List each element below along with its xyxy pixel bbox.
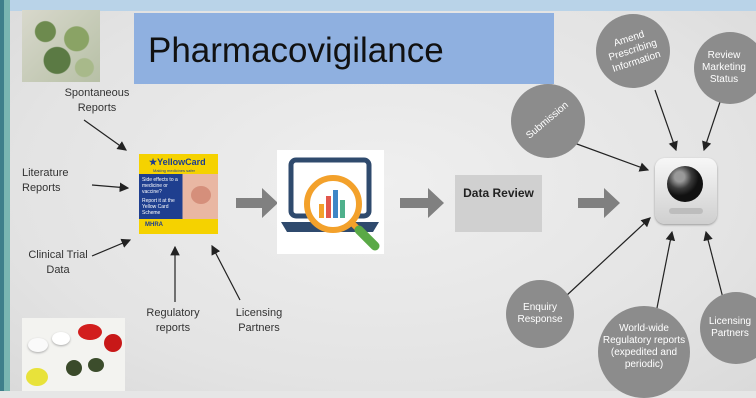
top-frame-border: [10, 0, 756, 11]
child-face-photo: [191, 186, 211, 204]
label-regulatory-reports: Regulatory reports: [146, 307, 200, 334]
white-pill: [52, 332, 70, 345]
white-pill: [28, 338, 48, 352]
bubble-licensing-label: Licensing Partners: [708, 316, 752, 339]
arrow-submission: [565, 139, 650, 172]
herbs-photo: [22, 10, 100, 82]
data-review-box: Data Review: [455, 175, 542, 232]
dark-pill: [66, 360, 82, 376]
flow-arrow-2: [400, 188, 444, 218]
bubble-review-marketing: Review Marketing Status: [694, 32, 756, 104]
left-frame-border: [0, 0, 10, 391]
label-spontaneous-reports: Spontaneous Reports: [64, 87, 130, 114]
flow-arrow-1: [236, 188, 278, 218]
bubble-amend-label: Amend Prescribing Information: [607, 28, 663, 75]
bubble-review-marketing-label: Review Marketing Status: [702, 50, 746, 85]
bubble-worldwide-label: World-wide Regulatory reports (expedited…: [602, 323, 686, 370]
bubble-enquiry-label: Enquiry Response: [517, 302, 563, 325]
globe-sphere: [667, 166, 703, 202]
flow-arrows: [236, 188, 620, 218]
arrow-licensing-in: [211, 244, 241, 301]
yellow-card-heading: ★YellowCard: [149, 157, 206, 167]
label-clinical-trial-data: Clinical Trial Data: [28, 249, 88, 276]
page-title: Pharmacovigilance: [148, 31, 444, 70]
bubble-worldwide-reports: World-wide Regulatory reports (expedited…: [598, 306, 690, 398]
arrow-enquiry: [565, 217, 651, 297]
analytics-magnifier-icon: [277, 150, 384, 254]
label-literature-reports: Literature Reports: [22, 167, 69, 194]
yellow-card-panel: Side effects to a medicine or vaccine? R…: [139, 174, 218, 219]
bubble-amend-prescribing: Amend Prescribing Information: [596, 14, 670, 88]
flow-arrow-3: [578, 188, 620, 218]
globe-base: [669, 208, 703, 214]
globe-server-icon: [655, 158, 717, 224]
label-licensing-partners-source: Licensing Partners: [235, 307, 283, 334]
yellow-card-panel-text-2: Report it at the Yellow Card Scheme: [142, 198, 175, 216]
arrow-review-marketing: [702, 95, 723, 152]
arrow-clinical: [91, 238, 132, 257]
arrow-spontaneous: [83, 119, 127, 151]
bubble-submission: Submission: [511, 84, 585, 158]
red-capsule: [78, 324, 102, 340]
bubble-submission-label: Submission: [524, 99, 572, 142]
dark-pill: [88, 358, 104, 372]
arrow-amend: [654, 89, 678, 152]
yellow-card-subheading: Making medicines safer: [153, 168, 196, 173]
arrow-literature: [91, 182, 130, 193]
arrow-worldwide: [654, 230, 676, 319]
bubble-licensing-partners: Licensing Partners: [700, 292, 756, 364]
title-box: Pharmacovigilance: [134, 13, 554, 84]
yellow-card-panel-text-1: Side effects to a medicine or vaccine?: [142, 177, 178, 195]
data-review-label: Data Review: [463, 186, 534, 200]
yellow-pill: [26, 368, 48, 386]
yellow-card-footer: MHRA: [145, 222, 163, 228]
arrow-licensing-out: [703, 230, 725, 303]
yellow-card-image: ★YellowCard Making medicines safer Side …: [139, 154, 218, 234]
pills-photo: [22, 318, 125, 391]
bubble-enquiry-response: Enquiry Response: [506, 280, 574, 348]
red-pill: [104, 334, 122, 352]
